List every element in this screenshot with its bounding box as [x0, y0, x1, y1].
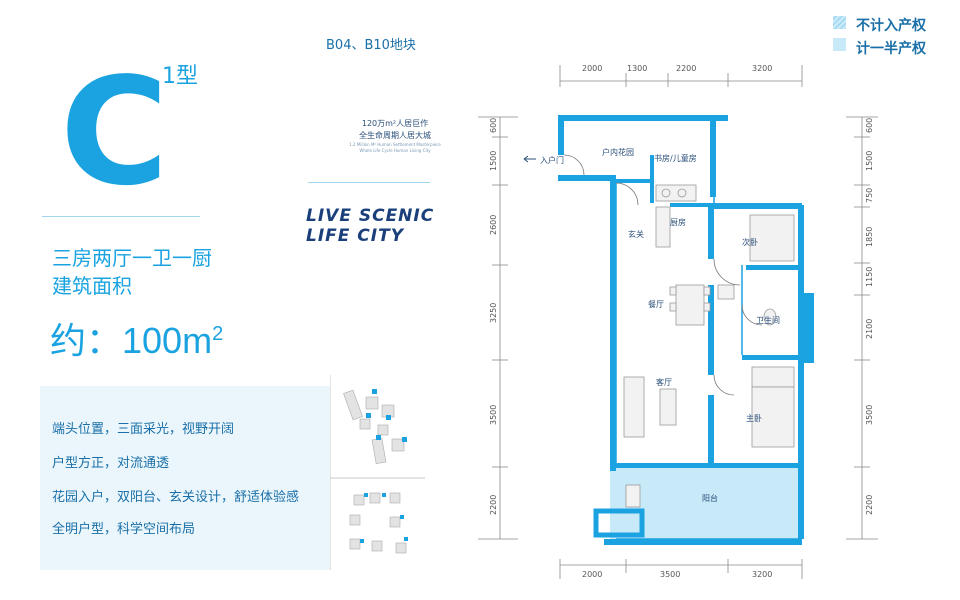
plot-tag: B04、B10地块	[326, 38, 416, 53]
slogan-line2: 全生命周期人居大城	[359, 131, 431, 140]
feature-item: 全明户型，科学空间布局	[52, 522, 196, 537]
slogan-fineprint: Whole Life Cycle Human Living City	[359, 148, 431, 153]
dim-right-label: 1500	[865, 151, 874, 171]
features-panel	[40, 386, 330, 570]
divider	[42, 216, 200, 217]
dim-top-label: 3200	[752, 64, 772, 73]
dim-right-label: 1850	[865, 227, 874, 247]
area-value: 约：100m2	[50, 320, 224, 361]
feature-item: 户型方正，对流通透	[52, 456, 170, 471]
dim-right-label: 2200	[865, 495, 874, 515]
room-label-foyer: 玄关	[628, 229, 644, 239]
room-label-kitchen: 厨房	[670, 217, 686, 227]
door-swings	[563, 154, 763, 396]
dim-top-label: 2200	[676, 64, 696, 73]
room-label-garden: 户内花园	[602, 147, 634, 157]
dim-left-label: 2600	[489, 215, 498, 235]
divider	[308, 182, 430, 183]
logo-line1: LIVE SCENIC	[306, 206, 435, 226]
room-label-balcony: 阳台	[702, 493, 718, 503]
dim-left-label: 3500	[489, 405, 498, 425]
area-label: 建筑面积	[52, 274, 132, 298]
legend-swatches	[833, 16, 846, 51]
feature-item: 端头位置，三面采光，视野开阔	[52, 422, 235, 437]
furniture	[623, 184, 795, 508]
logo-line2: LIFE CITY	[306, 226, 405, 246]
dim-left-label: 600	[489, 118, 498, 133]
dim-bottom-label: 2000	[582, 570, 602, 579]
room-label-dining: 餐厅	[648, 300, 664, 309]
room-label-study: 书房/儿童房	[654, 153, 697, 163]
dim-right-label: 2100	[865, 319, 874, 339]
dim-right-label: 600	[865, 118, 874, 133]
room-label-bath: 卫生间	[756, 315, 780, 325]
room-label-living: 客厅	[656, 377, 672, 387]
dim-bottom-label: 3500	[660, 570, 680, 579]
walls	[558, 115, 814, 545]
floor-plan: 2000 1300 2200 3200 2000 3500 3200 600 1…	[478, 64, 878, 579]
room-label-master: 主卧	[746, 413, 762, 423]
dim-right-label: 750	[865, 188, 874, 203]
layout-description: 三房两厅一卫一厨	[52, 246, 212, 270]
dim-right-label: 3500	[865, 405, 874, 425]
dim-top-label: 2000	[582, 64, 602, 73]
dim-left-label: 2200	[489, 495, 498, 515]
unit-type-suffix: 1型	[162, 64, 198, 89]
dim-left-label: 1500	[489, 151, 498, 171]
legend-solid-swatch	[833, 38, 846, 51]
legend-label: 不计入产权	[856, 18, 926, 34]
feature-item: 花园入户，双阳台、玄关设计，舒适体验感	[52, 490, 300, 505]
dim-bottom-label: 3200	[752, 570, 772, 579]
dimension-labels: 2000 1300 2200 3200 2000 3500 3200 600 1…	[489, 64, 874, 579]
legend-label: 计一半产权	[856, 41, 926, 57]
entry-arrow-head-icon	[523, 155, 529, 163]
dim-left-label: 3250	[489, 303, 498, 323]
room-labels: 入户门 户内花园 书房/儿童房 厨房 玄关 次卧 餐厅 卫生间 客厅 主卧 阳台	[540, 147, 780, 503]
room-label-bedroom2: 次卧	[742, 237, 758, 247]
inner-walls	[615, 159, 802, 540]
site-location-map	[330, 375, 425, 570]
slogan-fineprint: 1.2 Million M² Human Settlement Masterpi…	[349, 142, 441, 147]
unit-letter: C	[60, 46, 169, 218]
slogan-line1: 120万m²人居巨作	[361, 119, 429, 128]
legend-hatch-swatch	[833, 16, 846, 29]
dim-right-label: 1150	[865, 267, 874, 287]
dimension-lines	[478, 65, 878, 579]
dim-top-label: 1300	[627, 64, 647, 73]
room-label-entry: 入户门	[540, 155, 564, 165]
